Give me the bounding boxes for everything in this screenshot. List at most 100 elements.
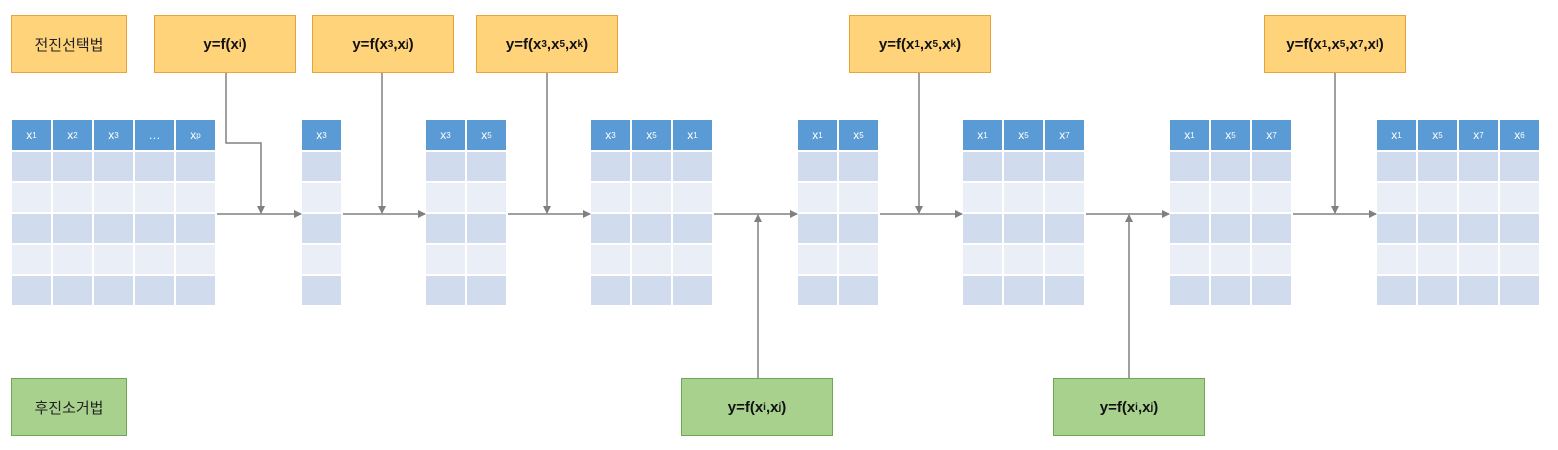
table-cell [632,152,673,183]
table-cell [1377,276,1418,307]
table-cell [798,245,839,276]
formula-variable-subscript: 1 [1321,38,1328,50]
formula-prefix: y=f( [352,35,380,53]
column-header-subscript: 2 [73,130,78,140]
table-row [302,152,343,183]
table-cell [798,152,839,183]
table-cell [963,183,1004,214]
formula-comma: , [393,35,398,53]
table-cell [53,245,94,276]
table-row [963,152,1086,183]
formula-comma: , [765,398,771,416]
table-cell [94,245,135,276]
formula-comma: , [1363,35,1368,53]
column-header-subscript: 7 [1065,130,1070,140]
column-header-subscript: 1 [1397,130,1402,140]
table-cell [1211,245,1252,276]
forward-selection-text: 전진선택법 [34,36,104,54]
table-cell [1170,183,1211,214]
forward-selection-label: 전진선택법 [11,15,127,73]
table-cell [1252,214,1293,245]
formula-variable-subscript: j [778,401,782,413]
formula-prefix: y=f( [1099,398,1127,416]
formula-variable-symbol: x [1142,398,1151,416]
column-header-subscript: 7 [1272,130,1277,140]
formula-variable-symbol: x [770,398,779,416]
formula-prefix: y=f( [1286,35,1314,53]
table-row [798,245,880,276]
table-cell [94,183,135,214]
table-cell [632,276,673,307]
table-cell [1004,152,1045,183]
column-header-subscript: 1 [32,130,37,140]
table-cell [426,183,467,214]
table-cell [1211,152,1252,183]
table-row [426,245,508,276]
table-cell [1418,152,1459,183]
table-cell [673,152,714,183]
table-cell [1252,276,1293,307]
formula-close: ) [781,398,787,416]
table-row [1170,245,1293,276]
column-header-subscript: 1 [983,130,988,140]
table-cell [1377,245,1418,276]
table-cell [1170,245,1211,276]
table-cell [591,183,632,214]
table-cell [1459,276,1500,307]
table-row [426,183,508,214]
column-header-symbol: x [1018,128,1025,142]
table-cell [176,214,217,245]
column-header-symbol: x [1225,128,1232,142]
formula-comma: , [919,35,925,53]
table-cell [467,152,508,183]
table-cell [1377,214,1418,245]
column-header-subscript: 5 [652,130,657,140]
table-row [12,245,217,276]
table-cell [1211,276,1252,307]
table-row [426,276,508,307]
table-cell [176,245,217,276]
table-row [302,245,343,276]
table-cell [176,276,217,307]
backward-elimination-label: 후진소거법 [11,378,127,436]
column-header-subscript: 5 [1024,130,1029,140]
column-header-subscript: 5 [1231,130,1236,140]
column-header-subscript: 5 [859,130,864,140]
column-header-subscript: 3 [322,130,327,140]
table-cell [963,152,1004,183]
table-cell [1418,245,1459,276]
formula-comma: , [1327,35,1332,53]
table-cell [1459,245,1500,276]
formula-variable-symbol: x [1126,398,1136,416]
table-row [963,276,1086,307]
formula-comma: , [546,35,552,53]
table-row [1170,214,1293,245]
table-cell [135,183,176,214]
formula-variable-subscript: 5 [1339,38,1346,50]
formula-variable-symbol: x [551,35,560,53]
table-cell [426,152,467,183]
column-header-symbol: x [440,128,447,142]
table-cell [1500,152,1541,183]
table-cell [1459,152,1500,183]
table-row [591,183,714,214]
table-cell [591,276,632,307]
table-cell [839,276,880,307]
formula-prefix: y=f( [878,35,907,53]
column-header-symbol: x [190,128,197,142]
formula-prefix: y=f( [203,35,231,53]
